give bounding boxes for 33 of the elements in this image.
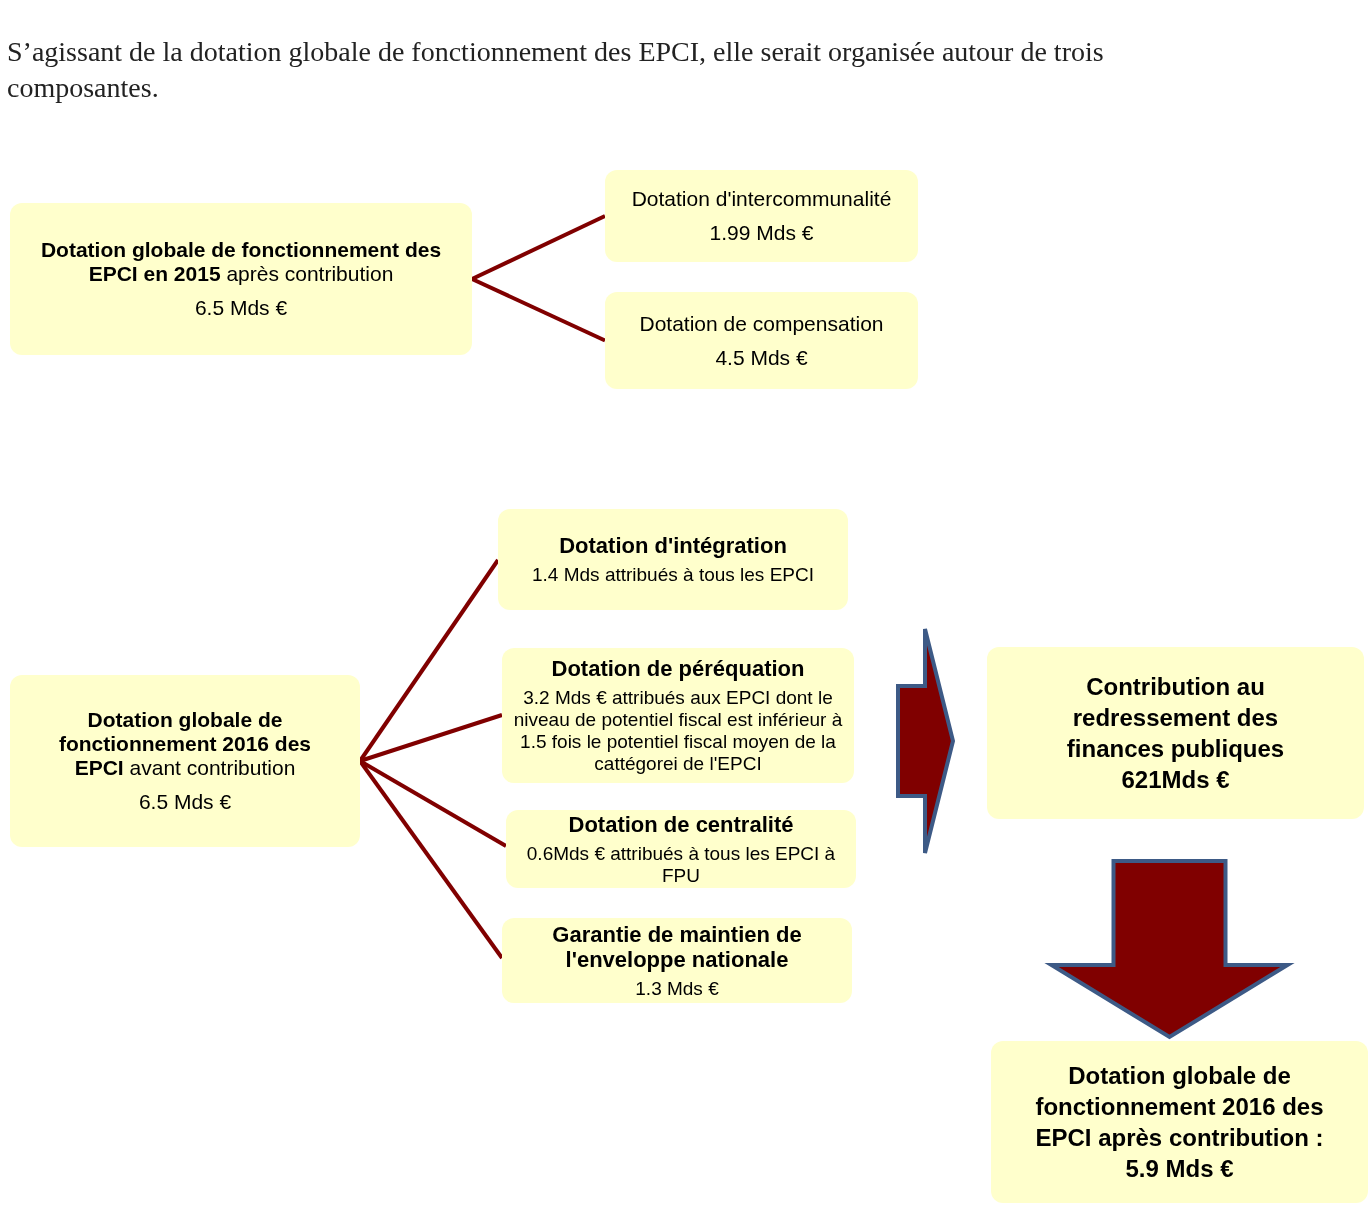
box-text: 1.3 Mds € — [635, 977, 719, 1000]
box-text: 1.4 Mds attribués à tous les EPCI — [532, 564, 814, 586]
box-text: Dotation globale de fonctionnement 2016 des EPCI après contribution : 5.9 Mds € — [1034, 1061, 1325, 1184]
box-heading: Garantie de maintien de l'enveloppe nationale — [551, 921, 803, 972]
component-box — [502, 918, 852, 1003]
box-text: 1.99 Mds € — [709, 221, 814, 245]
connector-line — [471, 214, 606, 281]
result-box — [991, 1041, 1368, 1203]
box-text: 4.5 Mds € — [715, 345, 808, 370]
summary-box — [10, 675, 360, 847]
box-text: 6.5 Mds € — [194, 296, 288, 320]
summary-box — [605, 292, 918, 389]
box-text: Dotation d'intercommunalité — [631, 187, 892, 211]
intro-paragraph: S’agissant de la dotation globale de fonctionnement des EPCI, elle serait organisée autour de trois composantes. — [7, 35, 1105, 105]
block-arrow — [896, 627, 956, 855]
box-text: Dotation globale de fonctionnement 2016 des EPCI avant contribution — [57, 708, 313, 780]
component-box — [498, 509, 848, 610]
summary-box — [10, 203, 472, 355]
box-text: Contribution au redressement des finances publiques 621Mds € — [1065, 672, 1286, 795]
box-text: 3.2 Mds € attribués aux EPCI dont le niveau de potentiel fiscal est inférieur à 1.5 fois le potentiel fiscal moyen de la cattégorei de l'EPCI — [512, 687, 844, 775]
component-box — [502, 648, 854, 783]
box-text: 0.6Mds € attribués à tous les EPCI à FPU — [525, 842, 837, 887]
box-text: Dotation de compensation — [639, 311, 884, 336]
summary-box — [605, 170, 918, 262]
box-heading: Dotation de péréquation — [551, 656, 805, 681]
connector-line — [471, 277, 606, 343]
box-heading: Dotation d'intégration — [559, 533, 787, 558]
component-box — [506, 810, 856, 888]
block-arrow — [1044, 859, 1295, 1040]
box-heading: Dotation de centralité — [568, 811, 794, 837]
result-box — [987, 647, 1364, 819]
box-text: 6.5 Mds € — [138, 790, 232, 814]
box-text: Dotation globale de fonctionnement des EPCI en 2015 après contribution — [39, 238, 443, 286]
